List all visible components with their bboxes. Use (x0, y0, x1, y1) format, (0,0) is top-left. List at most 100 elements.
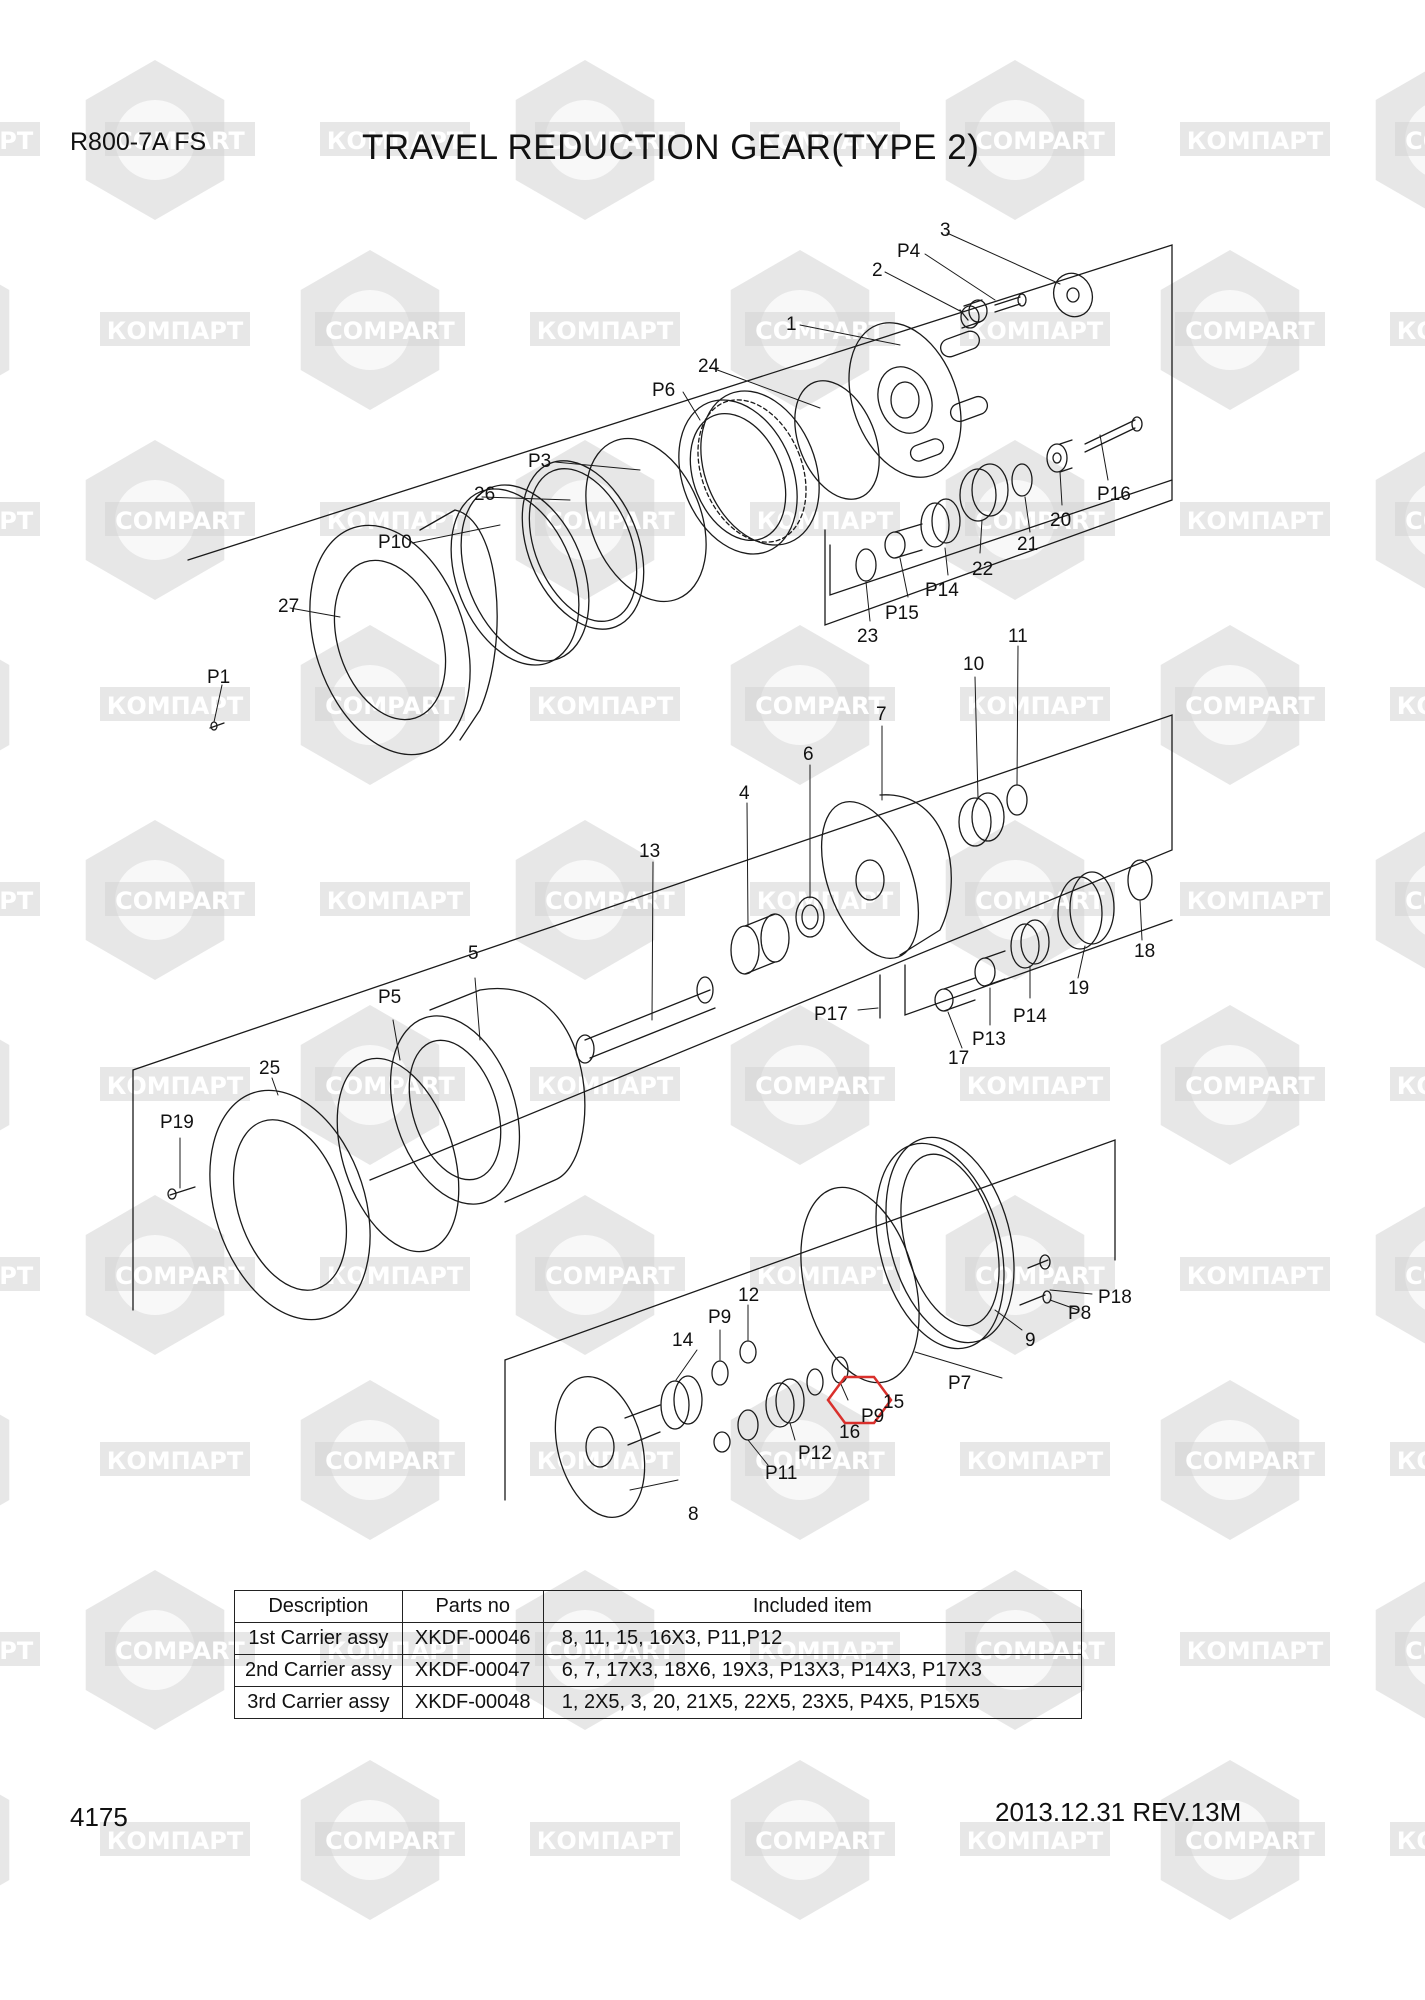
group-frame-carrier2 (904, 919, 1173, 1016)
part-p4-bolt (994, 293, 1027, 313)
watermark-band (1390, 1067, 1425, 1101)
watermark-text: COMPART (325, 317, 455, 345)
cell-parts-no: XKDF-00048 (401, 1686, 544, 1719)
watermark-text: КОМПАРТ (1397, 1447, 1425, 1475)
part-3-washer (1052, 272, 1094, 318)
watermark-band (1395, 1257, 1425, 1291)
watermark-band (1175, 1822, 1325, 1856)
part-7-carrier (820, 794, 952, 960)
watermark-band (315, 1442, 465, 1476)
callout-p3: P3 (528, 451, 551, 472)
watermark-band (315, 1822, 465, 1856)
part-p16-bolt (1084, 416, 1143, 453)
cell-included-item: 1, 2X5, 3, 20, 21X5, 22X5, 23X5, P4X5, P… (542, 1686, 1083, 1719)
page-number: 4175 (70, 1802, 128, 1832)
part-p19-bolt (167, 1186, 196, 1200)
watermark-band (0, 1257, 40, 1291)
watermark-text: COMPART (975, 507, 1105, 535)
watermark-text: КОМПАРТ (967, 1827, 1104, 1855)
callout-p9-a: P9 (708, 1307, 731, 1328)
watermark-band (105, 1632, 255, 1666)
watermark-band (960, 1442, 1110, 1476)
watermark-band (1390, 687, 1425, 721)
callout-23: 23 (857, 626, 878, 647)
watermark-text: COMPART (975, 887, 1105, 915)
watermark-band (0, 122, 40, 156)
group-frame-middle (132, 714, 1173, 1311)
callout-6: 6 (803, 744, 814, 765)
part-22-gear (959, 463, 1009, 522)
watermark-text: COMPART (545, 507, 675, 535)
callout-p18: P18 (1098, 1287, 1132, 1308)
part-p3-ring (585, 437, 707, 603)
cell-description: 3rd Carrier assy (234, 1686, 403, 1719)
callout-26: 26 (474, 484, 495, 505)
watermark-text: КОМПАРТ (967, 1447, 1104, 1475)
callout-12: 12 (738, 1285, 759, 1306)
leader-lines (179, 232, 1143, 1491)
watermark-band (320, 122, 470, 156)
highlight-hexagon (826, 1375, 893, 1425)
callout-1: 1 (786, 314, 797, 335)
watermark-text: COMPART (115, 887, 245, 915)
watermark-band (0, 882, 40, 916)
watermark-band (1175, 1442, 1325, 1476)
watermark-text: COMPART (1405, 887, 1425, 915)
callout-7: 7 (876, 704, 887, 725)
cell-description: 2nd Carrier assy (234, 1654, 403, 1687)
watermark-text: КОМПАРТ (1187, 1637, 1324, 1665)
part-p14-bearing-mid (1010, 919, 1050, 969)
watermark-band (965, 122, 1115, 156)
part-8-carrier (554, 1375, 661, 1519)
cell-included-item: 8, 11, 15, 16X3, P11,P12 (542, 1622, 1083, 1655)
watermark-logo-icon (0, 1414, 10, 1506)
watermark-band (530, 1442, 680, 1476)
part-p12-bearing (737, 1378, 805, 1441)
part-11-ring (1006, 784, 1028, 816)
watermark-band (100, 1822, 250, 1856)
watermark-band (535, 882, 685, 916)
part-10-gear (958, 792, 1005, 847)
watermark-band (965, 882, 1115, 916)
watermark-band (315, 312, 465, 346)
watermark-text: COMPART (545, 1262, 675, 1290)
part-18-washer (1127, 859, 1153, 901)
table-header-row: Description Parts no Included item (234, 1590, 1083, 1623)
watermark-logo-icon (0, 1039, 10, 1131)
watermark-band (1390, 1822, 1425, 1856)
part-23-washer (855, 548, 877, 582)
part-p18-bolt (1027, 1254, 1051, 1270)
watermark-text: COMPART (1405, 1637, 1425, 1665)
watermark-text: КОМПАРТ (757, 127, 894, 155)
watermark-text: КОМПАРТ (1187, 127, 1324, 155)
callout-13: 13 (639, 841, 660, 862)
watermark-text: COMPART (1185, 692, 1315, 720)
callout-3: 3 (940, 220, 951, 241)
watermark-band (320, 502, 470, 536)
watermark-text: КОМПАРТ (107, 1827, 244, 1855)
watermark-text: КОМПАРТ (0, 1262, 34, 1290)
part-p5-oring (336, 1057, 460, 1253)
watermark-text: КОМПАРТ (327, 1262, 464, 1290)
part-p10-seal (450, 484, 590, 666)
watermark-text: КОМПАРТ (327, 127, 464, 155)
callout-4: 4 (739, 783, 750, 804)
watermark-text: КОМПАРТ (327, 507, 464, 535)
watermark-band (1395, 502, 1425, 536)
watermark-text: COMPART (325, 1447, 455, 1475)
callout-p11: P11 (765, 1463, 797, 1484)
callout-22: 22 (972, 559, 993, 580)
watermark-text: КОМПАРТ (537, 1072, 674, 1100)
callout-p19: P19 (160, 1112, 194, 1133)
callout-5: 5 (468, 943, 479, 964)
watermark-text: КОМПАРТ (1397, 1827, 1425, 1855)
watermark-text: КОМПАРТ (1187, 887, 1324, 915)
watermark-text: КОМПАРТ (0, 127, 34, 155)
part-13-shaft (575, 976, 716, 1064)
callout-p13: P13 (972, 1029, 1006, 1050)
callout-20: 20 (1050, 510, 1071, 531)
part-p9-ring-a (711, 1360, 729, 1386)
watermark-text: КОМПАРТ (537, 317, 674, 345)
callout-p17: P17 (814, 1004, 848, 1025)
